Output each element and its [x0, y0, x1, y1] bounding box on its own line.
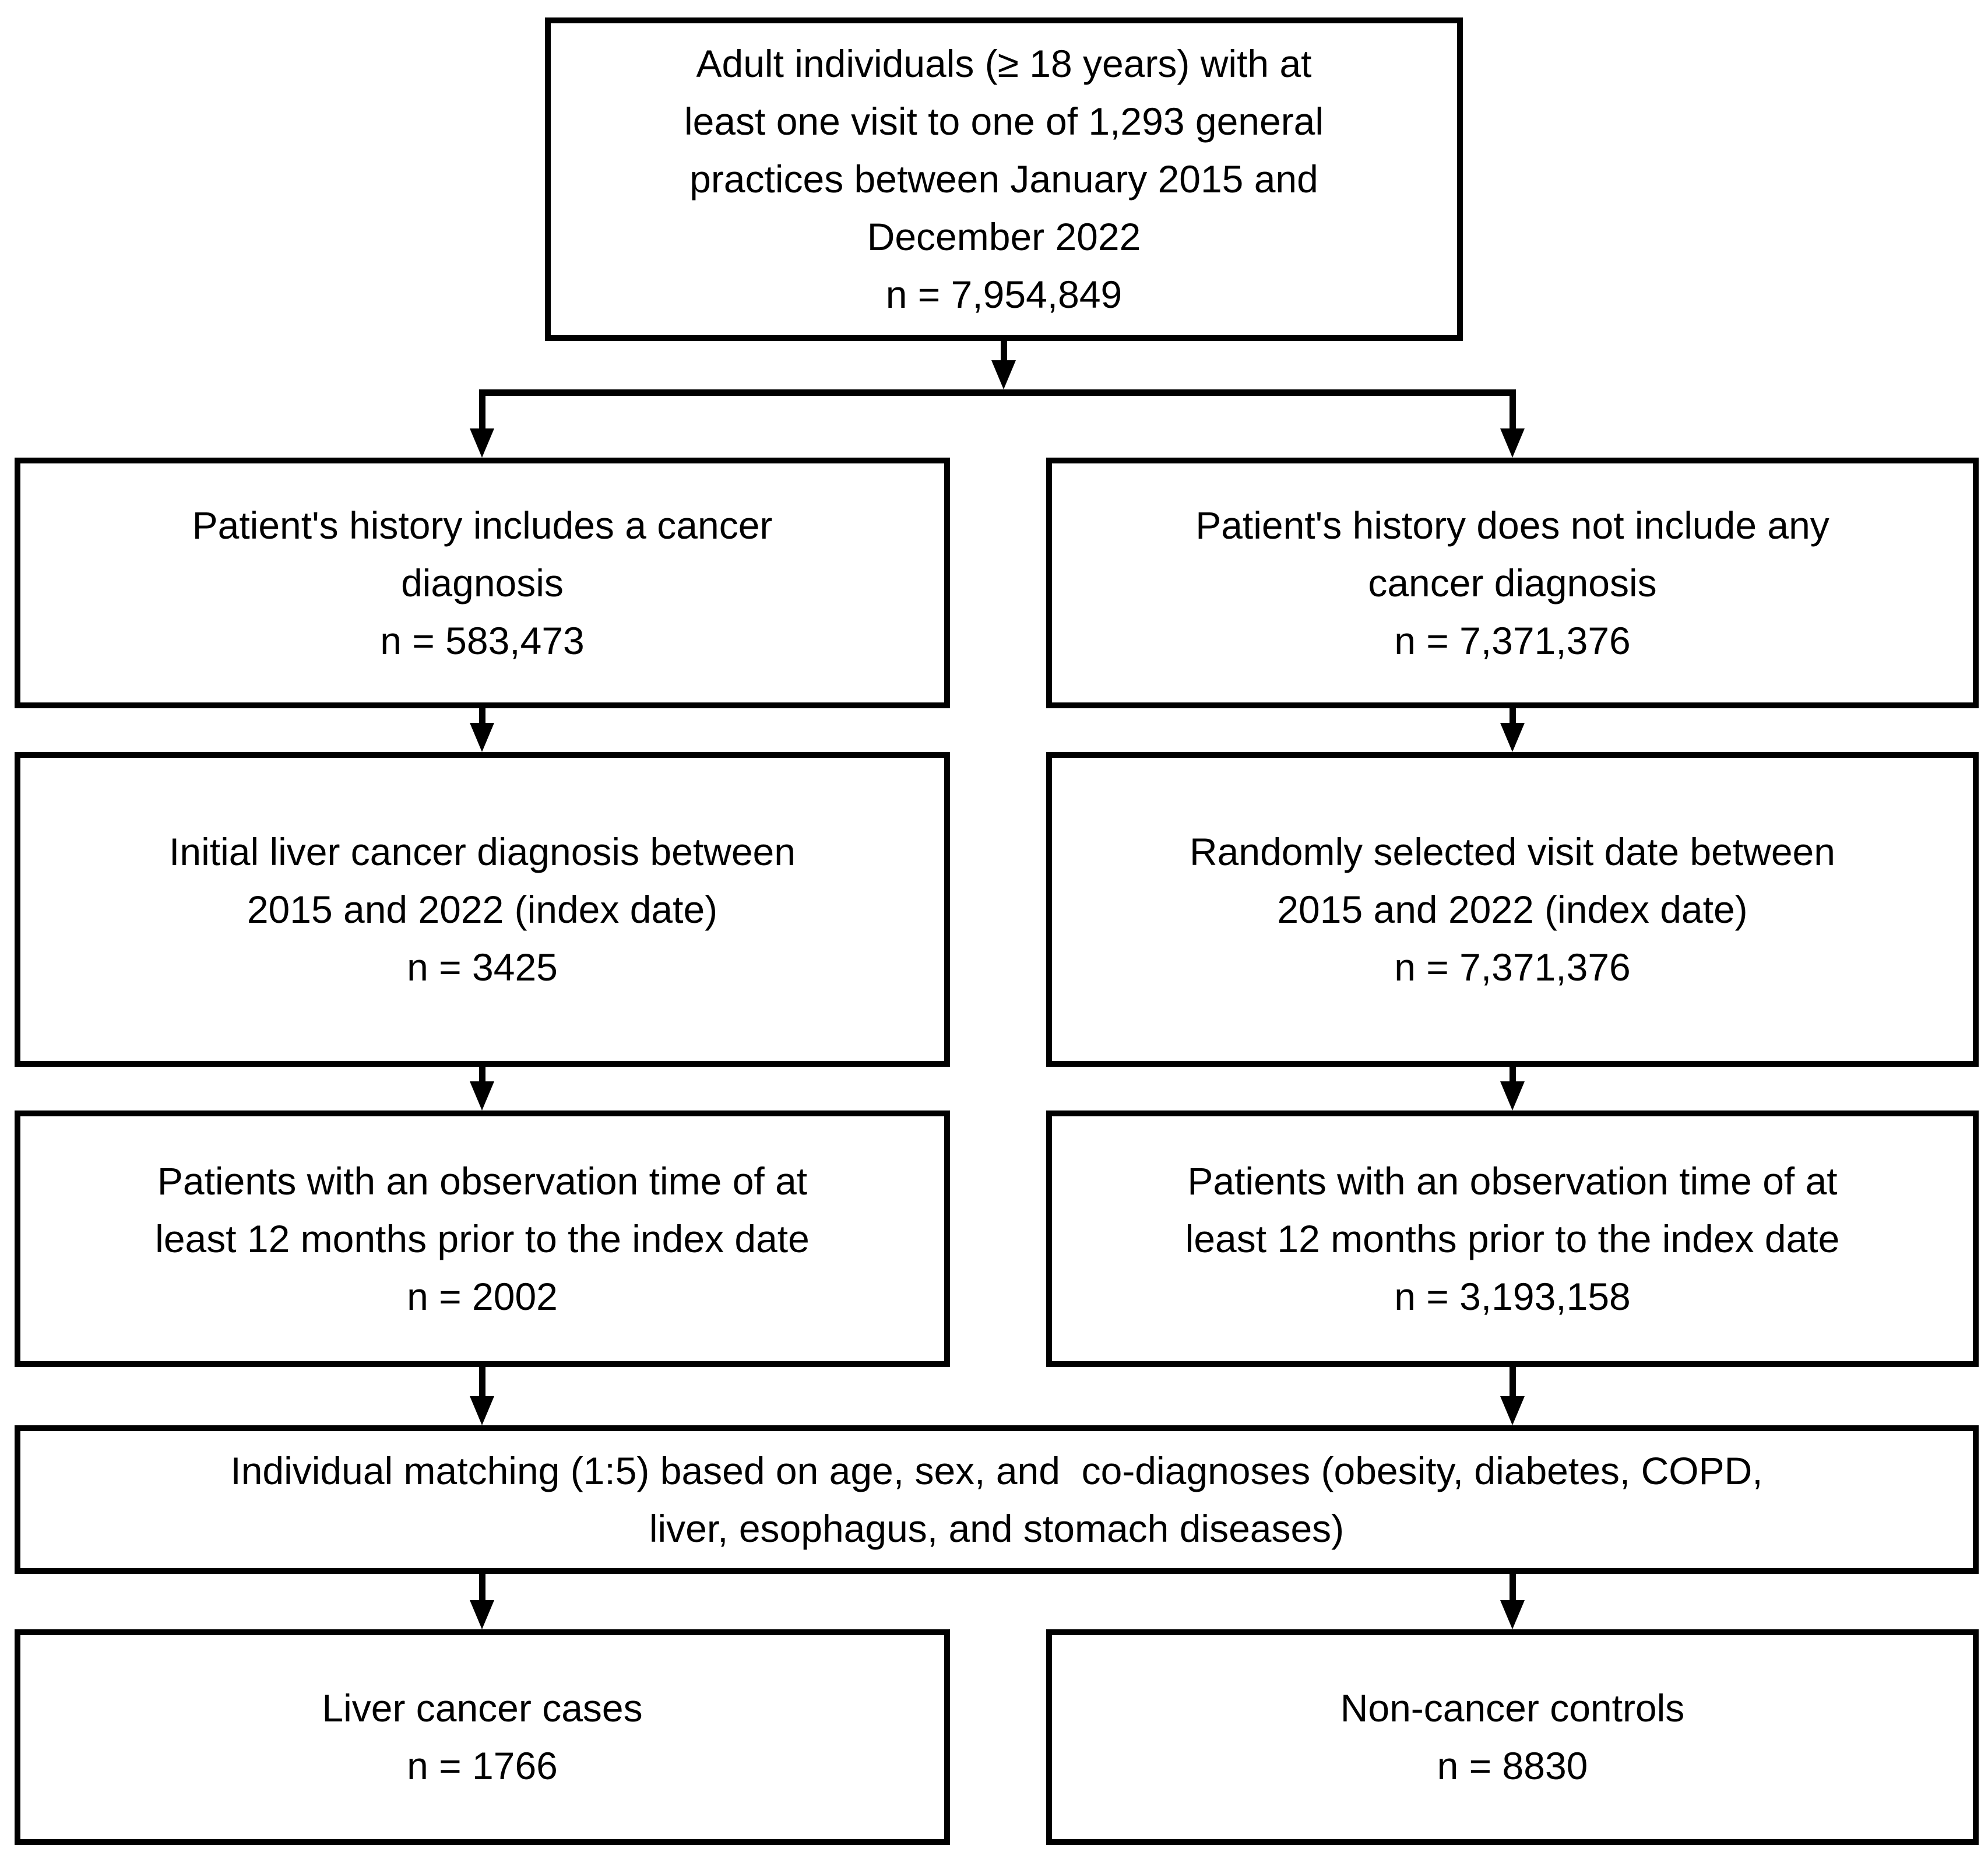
arrow-liver-diagnosis-to-observation-cases-line — [479, 1067, 485, 1085]
arrow-cancer-history-to-liver-diagnosis-arrowhead-icon — [470, 723, 494, 752]
arrow-branch-to-cancer-history-line — [479, 389, 485, 432]
arrow-observation-controls-to-matching-line — [1510, 1367, 1516, 1400]
box-non-cancer-controls-label: Non-cancer controls — [1340, 1686, 1685, 1730]
box-observation-time-controls-label: Patients with an observation time of at … — [1185, 1159, 1840, 1260]
box-individual-matching-label: Individual matching (1:5) based on age, … — [230, 1449, 1763, 1550]
arrow-observation-cases-to-matching-line — [479, 1367, 485, 1400]
box-no-cancer-history: Patient's history does not include any c… — [1046, 458, 1979, 708]
box-liver-cancer-cases-label: Liver cancer cases — [322, 1686, 643, 1730]
box-liver-cancer-diagnosis-count: n = 3425 — [407, 945, 558, 989]
box-no-cancer-history-label: Patient's history does not include any c… — [1195, 503, 1829, 605]
arrow-matching-to-liver-cancer-cases-arrowhead-icon — [470, 1600, 494, 1629]
arrow-observation-cases-to-matching-arrowhead-icon — [470, 1396, 494, 1425]
arrow-branch-to-no-cancer-history-arrowhead-icon — [1500, 428, 1525, 458]
arrow-no-cancer-history-to-random-visit-line — [1510, 708, 1516, 726]
arrow-random-visit-to-observation-controls-arrowhead-icon — [1500, 1081, 1525, 1111]
arrow-matching-to-non-cancer-controls-line — [1510, 1574, 1516, 1604]
arrow-top-to-branch-line — [1001, 341, 1007, 364]
box-liver-cancer-cases: Liver cancer cases n = 1766 — [15, 1629, 950, 1845]
box-source-population-count: n = 7,954,849 — [885, 273, 1123, 316]
box-observation-time-cases-count: n = 2002 — [407, 1274, 558, 1318]
box-cancer-history: Patient's history includes a cancer diag… — [15, 458, 950, 708]
arrow-no-cancer-history-to-random-visit-arrowhead-icon — [1500, 723, 1525, 752]
box-observation-time-controls: Patients with an observation time of at … — [1046, 1111, 1979, 1367]
box-liver-cancer-diagnosis: Initial liver cancer diagnosis between 2… — [15, 752, 950, 1067]
box-random-visit-date-label: Randomly selected visit date between 201… — [1190, 830, 1835, 931]
box-random-visit-date-count: n = 7,371,376 — [1394, 945, 1631, 989]
box-no-cancer-history-count: n = 7,371,376 — [1394, 618, 1631, 662]
arrow-branch-to-cancer-history-arrowhead-icon — [470, 428, 494, 458]
arrow-matching-to-liver-cancer-cases-line — [479, 1574, 485, 1604]
box-observation-time-controls-count: n = 3,193,158 — [1394, 1274, 1631, 1318]
arrow-observation-controls-to-matching-arrowhead-icon — [1500, 1396, 1525, 1425]
box-cancer-history-label: Patient's history includes a cancer diag… — [192, 503, 773, 605]
arrow-random-visit-to-observation-controls-line — [1510, 1067, 1516, 1085]
box-random-visit-date: Randomly selected visit date between 201… — [1046, 752, 1979, 1067]
arrow-matching-to-non-cancer-controls-arrowhead-icon — [1500, 1600, 1525, 1629]
box-individual-matching: Individual matching (1:5) based on age, … — [15, 1425, 1979, 1574]
box-observation-time-cases-label: Patients with an observation time of at … — [155, 1159, 810, 1260]
arrow-top-to-branch-arrowhead-icon — [991, 360, 1016, 389]
box-cancer-history-count: n = 583,473 — [380, 618, 585, 662]
box-source-population-label: Adult individuals (≥ 18 years) with at l… — [684, 42, 1324, 258]
box-liver-cancer-cases-count: n = 1766 — [407, 1744, 558, 1787]
branch-horizontal-line — [479, 389, 1516, 396]
box-non-cancer-controls-count: n = 8830 — [1437, 1744, 1588, 1787]
box-non-cancer-controls: Non-cancer controls n = 8830 — [1046, 1629, 1979, 1845]
arrow-branch-to-no-cancer-history-line — [1510, 389, 1516, 432]
arrow-cancer-history-to-liver-diagnosis-line — [479, 708, 485, 726]
box-observation-time-cases: Patients with an observation time of at … — [15, 1111, 950, 1367]
box-liver-cancer-diagnosis-label: Initial liver cancer diagnosis between 2… — [169, 830, 796, 931]
arrow-liver-diagnosis-to-observation-cases-arrowhead-icon — [470, 1081, 494, 1111]
box-source-population: Adult individuals (≥ 18 years) with at l… — [545, 17, 1463, 341]
